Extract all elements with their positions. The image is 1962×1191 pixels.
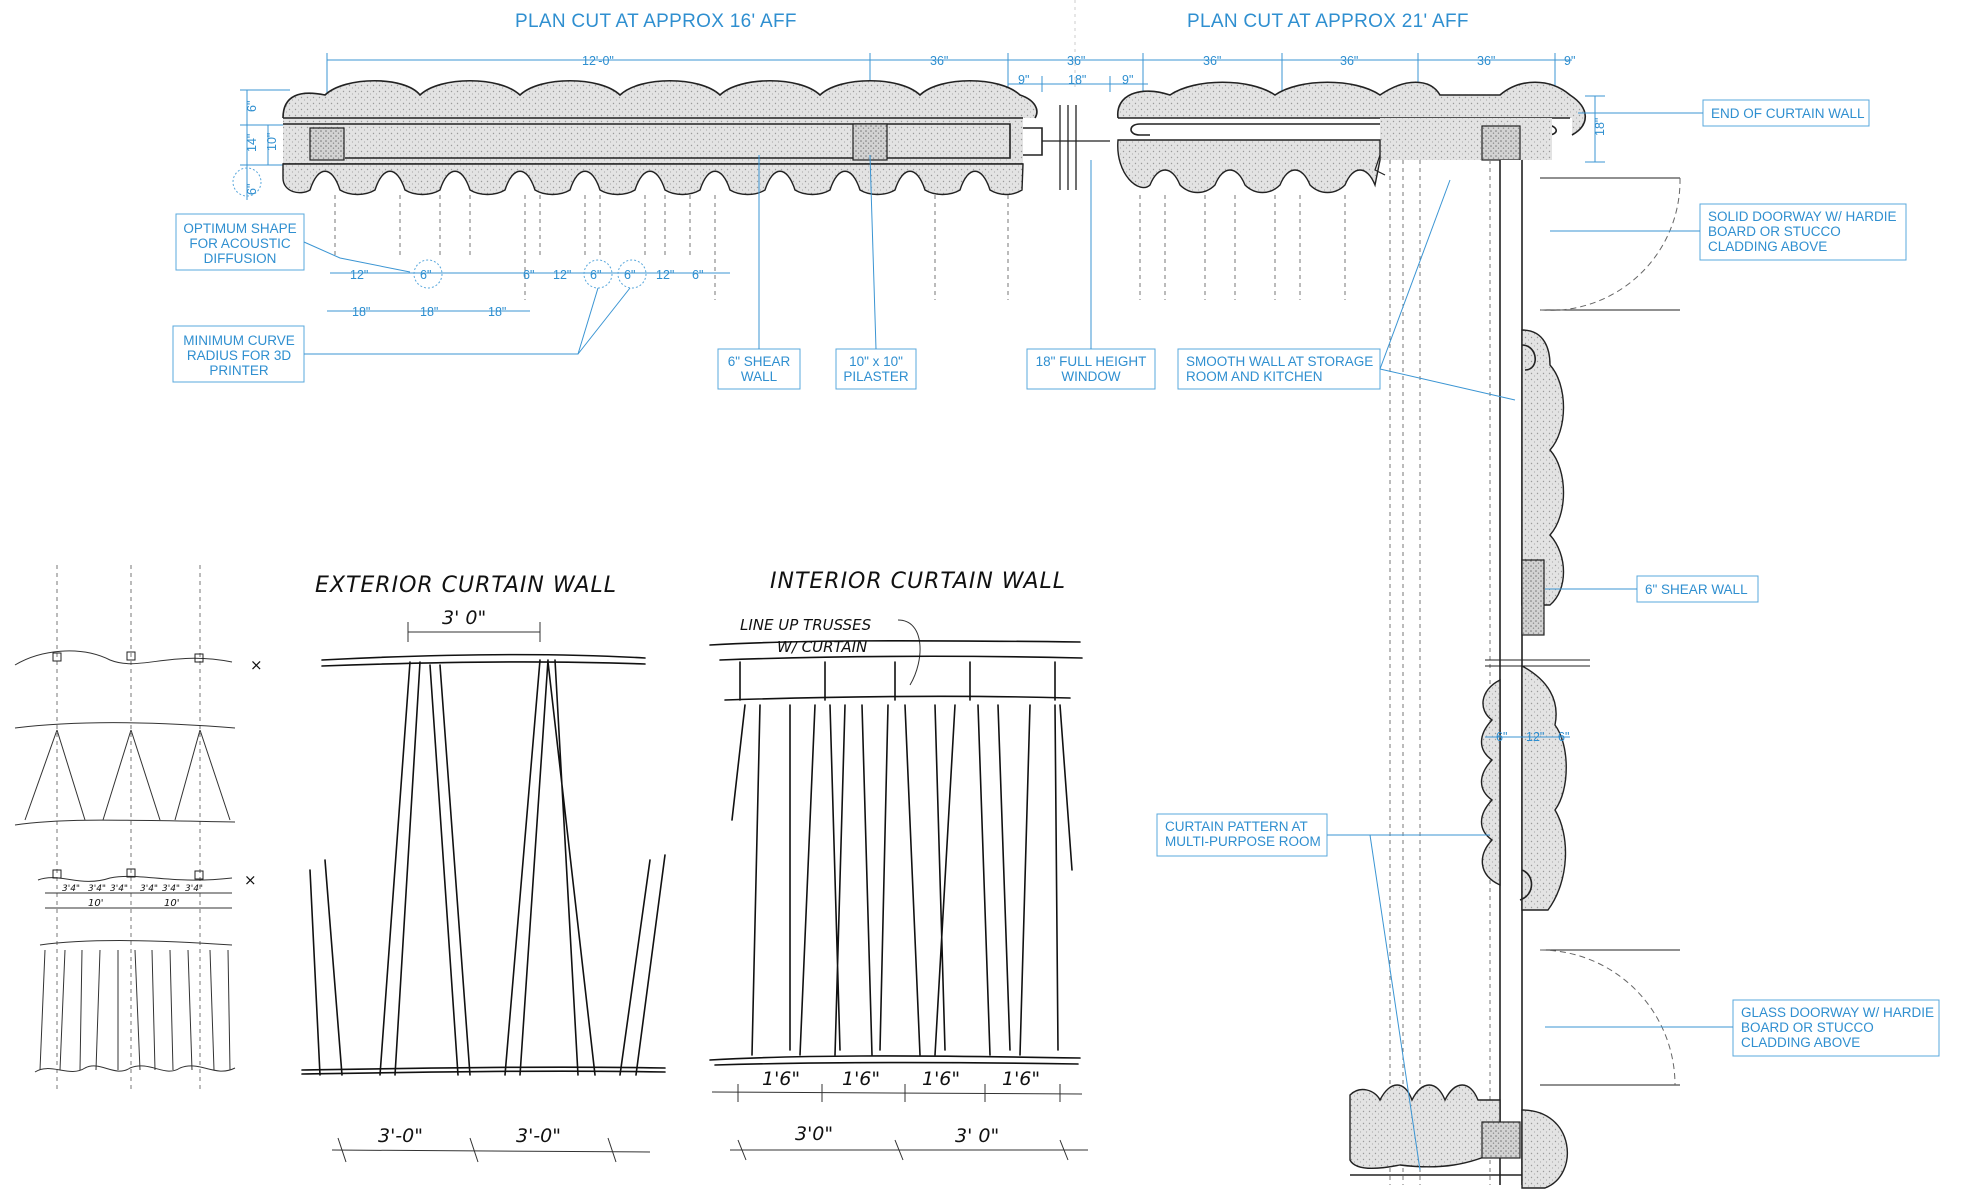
ext-top-dim: 3' 0"	[442, 607, 486, 629]
plan-wall-16	[282, 80, 1110, 300]
svg-text:OPTIMUM SHAPE: OPTIMUM SHAPE	[183, 221, 296, 236]
title-plan-21: PLAN CUT AT APPROX 21' AFF	[1187, 11, 1469, 32]
svg-text:10': 10'	[164, 898, 179, 909]
svg-text:PILASTER: PILASTER	[843, 369, 909, 384]
dim-9-c: 9"	[1122, 73, 1133, 87]
svg-text:3'4": 3'4"	[140, 884, 158, 894]
label-pilaster: 10" x 10" PILASTER	[835, 154, 917, 390]
exterior-curtain-sketch: EXTERIOR CURTAIN WALL 3' 0" 3'-0" 3'-0"	[301, 573, 666, 1163]
dim-36-e: 36"	[1477, 54, 1495, 68]
dim-6-bot: 6"	[245, 184, 259, 195]
dim-12-right: 12"	[1526, 730, 1544, 744]
svg-text:RADIUS FOR 3D: RADIUS FOR 3D	[187, 348, 292, 363]
dim-14: 14"	[245, 134, 259, 152]
ext-bot-dim-b: 3'-0"	[516, 1125, 561, 1147]
int-dim-c: 1'6"	[922, 1068, 960, 1090]
dim-36-d: 36"	[1340, 54, 1358, 68]
svg-text:ROOM AND KITCHEN: ROOM AND KITCHEN	[1186, 369, 1323, 384]
label-minimum-curve: MINIMUM CURVE RADIUS FOR 3D PRINTER	[172, 287, 631, 383]
interior-title: INTERIOR CURTAIN WALL	[770, 569, 1066, 594]
dim-18-b: 18"	[420, 305, 438, 319]
svg-text:10" x 10": 10" x 10"	[849, 354, 903, 369]
dim-18-right: 18"	[1593, 118, 1607, 136]
svg-text:MULTI-PURPOSE ROOM: MULTI-PURPOSE ROOM	[1165, 834, 1321, 849]
int-note-1: LINE UP TRUSSES	[740, 616, 872, 634]
dim-9-b: 9"	[1018, 73, 1029, 87]
dim-6-top: 6"	[245, 101, 259, 112]
svg-text:18" FULL HEIGHT: 18" FULL HEIGHT	[1036, 354, 1147, 369]
dim-36-a: 36"	[930, 54, 948, 68]
dim-9-a: 9"	[1564, 54, 1575, 68]
dim-6-b: 6"	[523, 268, 534, 282]
dim-6-left: 6"	[1496, 730, 1507, 744]
dim-12-a: 12"	[350, 268, 368, 282]
label-smooth-wall: SMOOTH WALL AT STORAGE ROOM AND KITCHEN	[1177, 179, 1516, 401]
top-dimension-string: 12'-0" 36" 36" 36" 36" 36" 9" 9" 18" 9"	[326, 53, 1575, 100]
svg-text:FOR ACOUSTIC: FOR ACOUSTIC	[189, 236, 291, 251]
svg-text:CLADDING ABOVE: CLADDING ABOVE	[1708, 239, 1827, 254]
label-solid-doorway: SOLID DOORWAY W/ HARDIE BOARD OR STUCCO …	[1550, 203, 1907, 261]
svg-text:SMOOTH WALL AT STORAGE: SMOOTH WALL AT STORAGE	[1186, 354, 1373, 369]
svg-text:MINIMUM CURVE: MINIMUM CURVE	[183, 333, 295, 348]
int-bot-b: 3' 0"	[955, 1125, 999, 1147]
svg-text:WALL: WALL	[741, 369, 778, 384]
svg-text:3'4": 3'4"	[185, 884, 203, 894]
label-window: 18" FULL HEIGHT WINDOW	[1026, 160, 1156, 390]
svg-text:BOARD OR STUCCO: BOARD OR STUCCO	[1708, 224, 1841, 239]
lower-dimension-strings: 12" 6" 6" 12" 6" 6" 12" 6" 18" 18" 18"	[327, 259, 730, 319]
svg-text:WINDOW: WINDOW	[1061, 369, 1120, 384]
dim-12-c: 12"	[656, 268, 674, 282]
exterior-title: EXTERIOR CURTAIN WALL	[315, 573, 617, 598]
title-plan-16: PLAN CUT AT APPROX 16' AFF	[515, 11, 797, 32]
label-optimum-shape: OPTIMUM SHAPE FOR ACOUSTIC DIFFUSION	[175, 213, 411, 273]
dim-6-d: 6"	[624, 268, 635, 282]
left-dimension-string: 6" 14" 10" 6"	[232, 89, 290, 200]
label-end-curtain-wall: END OF CURTAIN WALL	[1578, 99, 1870, 127]
dim-18-c: 18"	[488, 305, 506, 319]
label-glass-doorway: GLASS DOORWAY W/ HARDIE BOARD OR STUCCO …	[1545, 999, 1940, 1057]
svg-text:3'4": 3'4"	[88, 884, 106, 894]
x-mark-a: ×	[250, 656, 263, 674]
plan-wall-vertical: 6" 12" 6"	[1349, 160, 1681, 1190]
dim-6-c: 6"	[590, 268, 601, 282]
x-mark-b: ×	[244, 871, 257, 889]
svg-text:DIFFUSION: DIFFUSION	[204, 251, 277, 266]
int-bot-a: 3'0"	[795, 1123, 833, 1145]
svg-text:SOLID DOORWAY W/ HARDIE: SOLID DOORWAY W/ HARDIE	[1708, 209, 1897, 224]
svg-text:10': 10'	[88, 898, 103, 909]
label-curtain-pattern: CURTAIN PATTERN AT MULTI-PURPOSE ROOM	[1156, 813, 1490, 1171]
int-dim-d: 1'6"	[1002, 1068, 1040, 1090]
dim-6-a: 6"	[420, 268, 431, 282]
dim-36-c: 36"	[1203, 54, 1221, 68]
dim-18: 18"	[1068, 73, 1086, 87]
dim-6-e: 6"	[692, 268, 703, 282]
svg-text:3'4": 3'4"	[62, 884, 80, 894]
svg-text:3'4": 3'4"	[162, 884, 180, 894]
label-shear-wall: 6" SHEAR WALL	[717, 155, 801, 390]
plan-wall-21: 18"	[1117, 81, 1607, 300]
svg-text:PRINTER: PRINTER	[209, 363, 269, 378]
dim-18-a: 18"	[352, 305, 370, 319]
int-dim-a: 1'6"	[762, 1068, 800, 1090]
svg-text:6" SHEAR: 6" SHEAR	[728, 354, 791, 369]
svg-text:3'4": 3'4"	[110, 884, 128, 894]
ext-bot-dim-a: 3'-0"	[378, 1125, 423, 1147]
svg-text:CLADDING ABOVE: CLADDING ABOVE	[1741, 1035, 1860, 1050]
dim-12-b: 12"	[553, 268, 571, 282]
dim-6-right: 6"	[1558, 730, 1569, 744]
int-dim-b: 1'6"	[842, 1068, 880, 1090]
svg-text:CURTAIN PATTERN AT: CURTAIN PATTERN AT	[1165, 819, 1308, 834]
svg-text:END OF CURTAIN WALL: END OF CURTAIN WALL	[1711, 106, 1865, 121]
label-shear-wall-right: 6" SHEAR WALL	[1545, 575, 1759, 603]
dim-36-b: 36"	[1067, 54, 1085, 68]
svg-text:GLASS DOORWAY W/ HARDIE: GLASS DOORWAY W/ HARDIE	[1741, 1005, 1934, 1020]
dim-12-0: 12'-0"	[582, 54, 614, 68]
svg-text:BOARD OR STUCCO: BOARD OR STUCCO	[1741, 1020, 1874, 1035]
dim-10: 10"	[265, 133, 279, 151]
small-curtain-sketches: × × 3'4" 3'4" 3'4" 3'4" 3'4" 3'4" 10' 10…	[14, 565, 263, 1090]
interior-curtain-sketch: INTERIOR CURTAIN WALL LINE UP TRUSSES W/…	[709, 569, 1088, 1161]
svg-text:6" SHEAR WALL: 6" SHEAR WALL	[1645, 582, 1748, 597]
